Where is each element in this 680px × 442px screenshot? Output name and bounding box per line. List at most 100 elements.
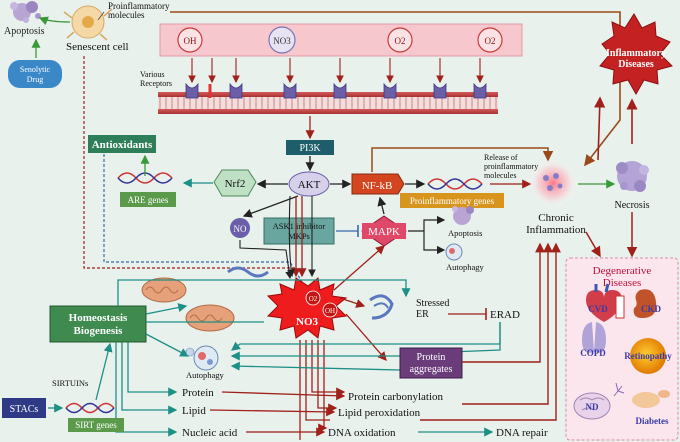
sirt-dna-icon (65, 402, 115, 414)
ros-oh-circle (322, 302, 338, 318)
dna-oxidation-label: DNA oxidation (328, 427, 396, 439)
protein-label: Protein (182, 387, 214, 399)
diabetes-label: Diabetes (636, 416, 669, 426)
sirt-genes-label: SIRT genes (75, 420, 117, 430)
autophagy-low-icon (185, 345, 219, 371)
pi3k-label: PI3K (299, 143, 321, 154)
autophagy-mid-label: Autophagy (446, 262, 485, 272)
arrow-nfkb-feedback (371, 147, 554, 172)
diabetes-icon (632, 390, 670, 408)
ros-oh-label: OH (325, 307, 335, 315)
senolytic-drug-pill (8, 60, 62, 88)
ros-oh-badge: OH (177, 27, 203, 53)
ros-o2-circle (305, 290, 321, 306)
autophagy-low-label: Autophagy (186, 370, 225, 380)
senescent-cell-icon (63, 5, 113, 41)
apoptosis-mid-label: Apoptosis (448, 228, 482, 238)
no-circle (230, 218, 250, 238)
ros-to-receptor-arrows (188, 58, 484, 84)
akt-label: AKT (298, 179, 321, 191)
antioxidants-label: Antioxidants (92, 139, 153, 151)
necrosis-cell-icon (616, 161, 649, 192)
svg-text:NO3: NO3 (273, 36, 291, 46)
are-genes-box (120, 192, 176, 207)
antioxidants-box (88, 135, 156, 153)
extracellular-ros-band (159, 23, 523, 57)
nfkb-label: NF-kB (362, 180, 393, 192)
ros-o2-label: O2 (309, 295, 318, 303)
stacs-box[interactable] (2, 398, 46, 418)
arrow-mapk-to-nfkb (377, 196, 387, 215)
akt-oval (288, 171, 330, 197)
erad-label: ERAD (490, 309, 520, 321)
ckd-kidney-icon (633, 289, 657, 318)
mitochondria-damaged-icon (185, 304, 235, 332)
pi3k-box (286, 140, 334, 155)
ros-o2-badge-2: O2 (477, 27, 503, 53)
apoptosis-mid-icon (452, 206, 474, 225)
nd-label: ND (586, 402, 599, 412)
proinflammatory-genes-label: Proinflammatory genes (410, 196, 495, 206)
lipid-peroxidation-label: Lipid peroxidation (338, 407, 421, 419)
dna-repair-label: DNA repair (496, 427, 548, 439)
senescent-cell-label: Senescent cell (66, 41, 129, 53)
cvd-heart-icon (586, 283, 622, 322)
nrf2-label: Nrf2 (225, 178, 246, 190)
copd-label: COPD (580, 348, 606, 358)
cytokine-icons (543, 173, 563, 191)
are-genes-label: ARE genes (128, 195, 169, 205)
damage-to-chronic-arrows (420, 242, 561, 421)
ckd-vessel-icon (615, 295, 625, 319)
nfkb-shape (351, 173, 405, 195)
ros-no3-label: NO3 (296, 316, 319, 328)
homeostasis-box (49, 305, 147, 343)
er-icon-top (227, 266, 269, 278)
svg-text:OH: OH (184, 36, 197, 46)
neuron-icon (613, 382, 625, 397)
autophagy-mid-icon (445, 243, 463, 261)
senescent-dotted-line (83, 56, 296, 269)
arrow-chronic-to-inflammatory (594, 96, 606, 161)
ckd-label: CKD (641, 304, 662, 314)
protein-aggregates-box (399, 347, 463, 379)
chronic-inflammation-glow (529, 159, 577, 207)
sirt-genes-box (68, 418, 124, 432)
molecule-damage-arrows (209, 391, 346, 437)
mitochondria-icon (141, 277, 187, 303)
apoptosis-cell-icon (10, 1, 41, 23)
arrow-sirt-to-homeostasis (95, 342, 113, 401)
retinopathy-eye-icon (630, 338, 666, 374)
ask1-box (263, 217, 335, 245)
svg-text:O2: O2 (485, 36, 496, 46)
retinopathy-label: Retinopathy (624, 351, 672, 361)
arrow-mapk-to-apoptosis (408, 215, 446, 232)
stacs-label: STACs (10, 404, 39, 415)
arrow-senescent-to-apoptosis (38, 16, 71, 26)
protein-carbonylation-label: Protein carbonylation (348, 391, 444, 403)
cell-membrane (158, 92, 498, 114)
mapk-label: MAPK (368, 226, 400, 238)
cvd-label: CVD (588, 304, 608, 314)
black-akt-ros-arrows (239, 195, 316, 280)
lipid-label: Lipid (182, 405, 206, 417)
ros-o2-badge-1: O2 (387, 27, 413, 53)
sirtuins-label: SIRTUINs (52, 378, 88, 388)
ros-no3-badge: NO3 (268, 26, 296, 54)
proinflammatory-genes-box (400, 193, 504, 208)
arrow-mapk-to-autophagy (423, 231, 446, 255)
nrf2-shape (213, 169, 257, 197)
necrosis-label: Necrosis (615, 200, 650, 211)
svg-text:O2: O2 (395, 36, 406, 46)
ros-burst (266, 277, 348, 339)
mapk-body (362, 223, 406, 239)
